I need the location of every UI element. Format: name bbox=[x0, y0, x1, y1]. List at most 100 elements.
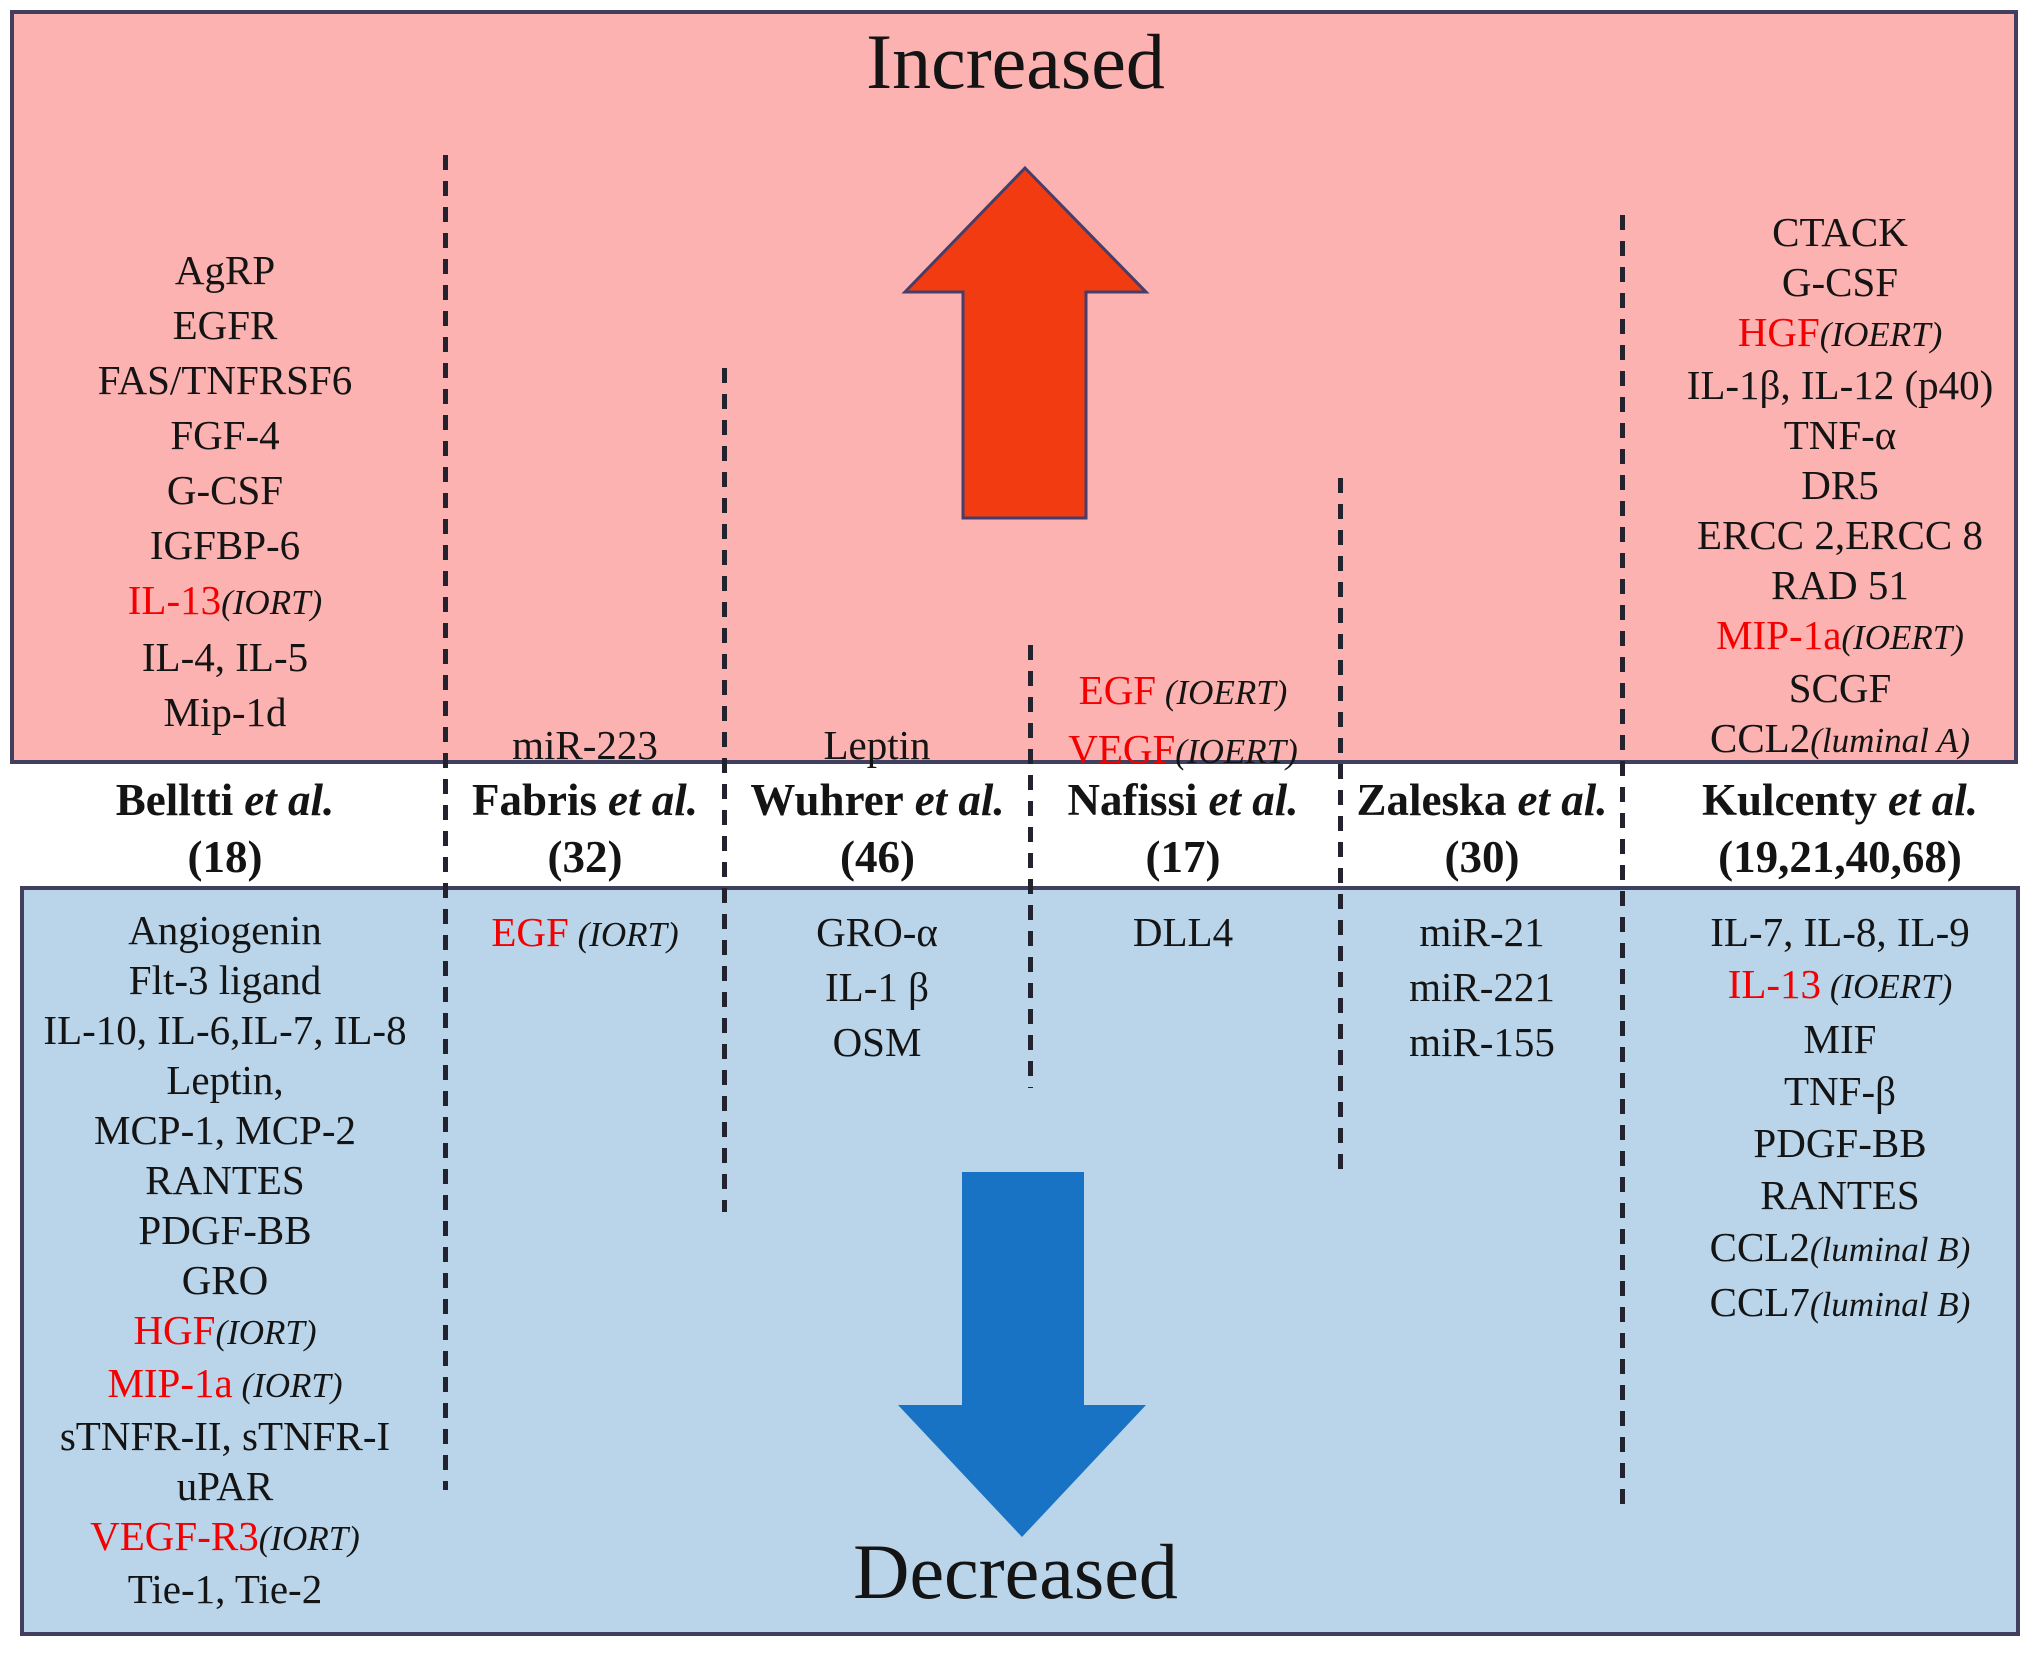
factor-item: OSM bbox=[727, 1015, 1027, 1070]
factor-item: TNF-α bbox=[1630, 410, 2031, 460]
factor-item: Flt-3 ligand bbox=[0, 955, 450, 1005]
factor-item: IL-13(IORT) bbox=[0, 573, 450, 630]
factor-note: (IORT) bbox=[258, 1519, 360, 1558]
decreased-list-zaleska: miR-21 miR-221 miR-155 bbox=[1342, 905, 1622, 1070]
factor-name: IL-4, IL-5 bbox=[141, 634, 309, 680]
increased-list-fabris: miR-223 bbox=[445, 718, 725, 773]
factor-item: IL-4, IL-5 bbox=[0, 630, 450, 685]
factor-name: CTACK bbox=[1772, 209, 1908, 255]
factor-item: MIP-1a(IOERT) bbox=[1630, 610, 2031, 663]
factor-item: IL-13 (IOERT) bbox=[1630, 958, 2031, 1013]
factor-name: IL-13 bbox=[1727, 961, 1822, 1007]
factor-name: sTNFR-II, sTNFR-I bbox=[59, 1413, 391, 1459]
factor-name: Angiogenin bbox=[128, 907, 322, 953]
factor-item: miR-221 bbox=[1342, 960, 1622, 1015]
factor-name: EGF bbox=[491, 909, 569, 955]
factor-item: DLL4 bbox=[1023, 905, 1343, 960]
up-arrow-icon bbox=[901, 165, 1150, 520]
factor-name: DLL4 bbox=[1132, 909, 1234, 955]
factor-item: Leptin, bbox=[0, 1055, 450, 1105]
study-ref: (32) bbox=[547, 832, 623, 882]
factor-item: uPAR bbox=[0, 1461, 450, 1511]
factor-note: (IOERT) bbox=[1819, 315, 1943, 354]
factor-item: IL-1 β bbox=[727, 960, 1027, 1015]
factor-name: FAS/TNFRSF6 bbox=[97, 357, 353, 403]
factor-note: (IOERT) bbox=[1156, 673, 1288, 712]
factor-name: HGF bbox=[133, 1307, 216, 1353]
column-divider-5 bbox=[1620, 215, 1625, 1505]
factor-name: ERCC 2,ERCC 8 bbox=[1697, 512, 1983, 558]
factor-item: MCP-1, MCP-2 bbox=[0, 1105, 450, 1155]
increased-list-nafissi: EGF (IOERT)VEGF(IOERT) bbox=[1023, 662, 1343, 780]
factor-item: IGFBP-6 bbox=[0, 518, 450, 573]
factor-name: IL-7, IL-8, IL-9 bbox=[1710, 909, 1970, 955]
factor-note: (IORT) bbox=[568, 915, 679, 954]
factor-item: CTACK bbox=[1630, 207, 2031, 257]
factor-name: MIP-1a bbox=[1716, 612, 1842, 658]
factor-name: miR-155 bbox=[1409, 1019, 1555, 1065]
factor-name: miR-221 bbox=[1409, 964, 1555, 1010]
factor-name: PDGF-BB bbox=[1753, 1120, 1927, 1166]
factor-name: CCL7 bbox=[1709, 1279, 1810, 1325]
factor-name: RAD 51 bbox=[1771, 562, 1909, 608]
factor-name: G-CSF bbox=[1781, 259, 1899, 305]
factor-name: RANTES bbox=[1760, 1172, 1920, 1218]
decreased-list-nafissi: DLL4 bbox=[1023, 905, 1343, 960]
study-ref: (19,21,40,68) bbox=[1718, 832, 1962, 882]
factor-name: uPAR bbox=[176, 1463, 274, 1509]
factor-name: MIF bbox=[1803, 1016, 1877, 1062]
factor-note: (luminal B) bbox=[1809, 1230, 1971, 1269]
factor-item: Leptin bbox=[727, 718, 1027, 773]
factor-note: (IORT) bbox=[215, 1313, 317, 1352]
factor-note: (IOERT) bbox=[1821, 967, 1953, 1006]
factor-name: Tie-1, Tie-2 bbox=[127, 1566, 323, 1612]
factor-name: IL-1 β bbox=[825, 964, 929, 1010]
factor-item: RAD 51 bbox=[1630, 560, 2031, 610]
column-divider-1 bbox=[443, 155, 448, 1490]
factor-note: (luminal A) bbox=[1810, 721, 1970, 760]
factor-item: EGF (IORT) bbox=[445, 905, 725, 962]
factor-item: MIF bbox=[1630, 1013, 2031, 1065]
factor-item: IL-7, IL-8, IL-9 bbox=[1630, 906, 2031, 958]
factor-item: RANTES bbox=[0, 1155, 450, 1205]
factor-name: CCL2 bbox=[1709, 715, 1811, 761]
factor-item: PDGF-BB bbox=[1630, 1117, 2031, 1169]
factor-name: MCP-1, MCP-2 bbox=[93, 1107, 356, 1153]
column-divider-3 bbox=[1028, 645, 1033, 1088]
factor-name: AgRP bbox=[174, 247, 276, 293]
decreased-list-fabris: EGF (IORT) bbox=[445, 905, 725, 962]
factor-item: miR-223 bbox=[445, 718, 725, 773]
factor-name: MIP-1a bbox=[107, 1360, 233, 1406]
factor-name: Leptin bbox=[823, 722, 931, 768]
factor-name: miR-21 bbox=[1419, 909, 1545, 955]
factor-item: sTNFR-II, sTNFR-I bbox=[0, 1411, 450, 1461]
factor-item: CCL2(luminal A) bbox=[1630, 713, 2031, 766]
factor-name: EGFR bbox=[172, 302, 278, 348]
factor-name: CCL2 bbox=[1709, 1224, 1810, 1270]
factor-name: miR-223 bbox=[512, 722, 658, 768]
factor-name: FGF-4 bbox=[170, 412, 280, 458]
factor-item: IL-10, IL-6,IL-7, IL-8 bbox=[0, 1005, 450, 1055]
factor-name: OSM bbox=[832, 1019, 922, 1065]
factor-item: AgRP bbox=[0, 243, 450, 298]
factor-item: TNF-β bbox=[1630, 1065, 2031, 1117]
factor-note: (IORT) bbox=[221, 583, 323, 622]
factor-item: CCL7(luminal B) bbox=[1630, 1276, 2031, 1331]
factor-item: DR5 bbox=[1630, 460, 2031, 510]
factor-name: PDGF-BB bbox=[138, 1207, 312, 1253]
factor-item: MIP-1a (IORT) bbox=[0, 1358, 450, 1411]
factor-item: VEGF(IOERT) bbox=[1023, 721, 1343, 780]
factor-item: GRO-α bbox=[727, 905, 1027, 960]
factor-item: SCGF bbox=[1630, 663, 2031, 713]
study-ref: (30) bbox=[1444, 832, 1520, 882]
